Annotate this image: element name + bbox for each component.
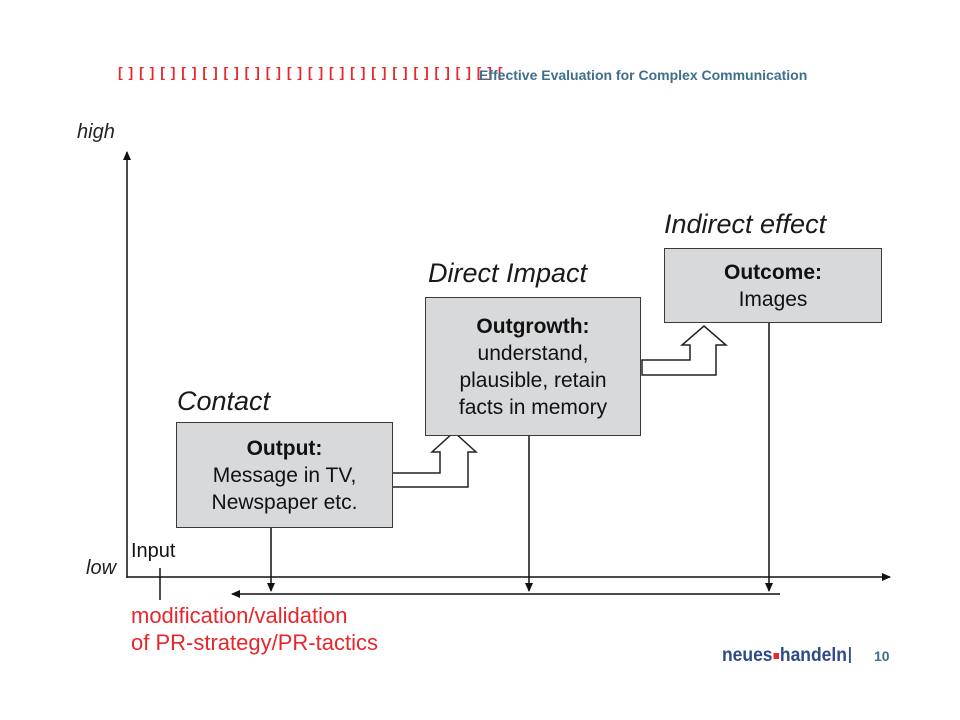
step-arrow-output-to-outgrowth	[391, 430, 478, 488]
outcome-box-line: Images	[738, 287, 808, 311]
feedback-line-2: of PR-strategy/PR-tactics	[131, 630, 378, 655]
output-box-line: Message in TV,	[212, 463, 357, 487]
stage-title-indirect-effect: Indirect effect	[664, 209, 827, 239]
logo-bar-icon	[848, 647, 851, 663]
stage-title-direct-impact: Direct Impact	[428, 258, 588, 288]
outgrowth-box-line: understand,	[477, 341, 589, 365]
logo-text-right: handeln	[779, 645, 847, 666]
header-title: Effective Evaluation for Complex Communi…	[479, 67, 808, 83]
page-number: 10	[874, 648, 890, 664]
logo-dot-icon	[773, 653, 779, 659]
stage-title-contact: Contact	[177, 386, 271, 416]
outgrowth-box-line: plausible, retain	[459, 368, 607, 392]
axis-high-label: high	[77, 121, 115, 143]
output-box-heading: Output:	[246, 436, 323, 460]
company-logo: neues handeln	[722, 645, 851, 667]
step-arrow-outgrowth-to-outcome	[641, 325, 729, 376]
feedback-text: modification/validation of PR-strategy/P…	[131, 602, 378, 656]
outcome-box-heading: Outcome:	[723, 260, 822, 284]
input-label: Input	[131, 540, 176, 562]
header-bracket-pattern: [ ] [ ] [ ] [ ] [ ] [ ] [ ] [ ] [ ] [ ] …	[118, 64, 504, 80]
output-box-line: Newspaper etc.	[211, 490, 358, 514]
outgrowth-box-line: facts in memory	[458, 395, 608, 419]
logo-text-left: neues	[722, 645, 773, 666]
axis-low-label: low	[86, 557, 117, 579]
feedback-line-1: modification/validation	[131, 603, 348, 628]
output-box: Output: Message in TV, Newspaper etc.	[176, 422, 393, 528]
outgrowth-box: Outgrowth: understand, plausible, retain…	[425, 297, 641, 436]
outcome-box: Outcome: Images	[664, 248, 882, 323]
outgrowth-box-heading: Outgrowth:	[476, 314, 590, 338]
